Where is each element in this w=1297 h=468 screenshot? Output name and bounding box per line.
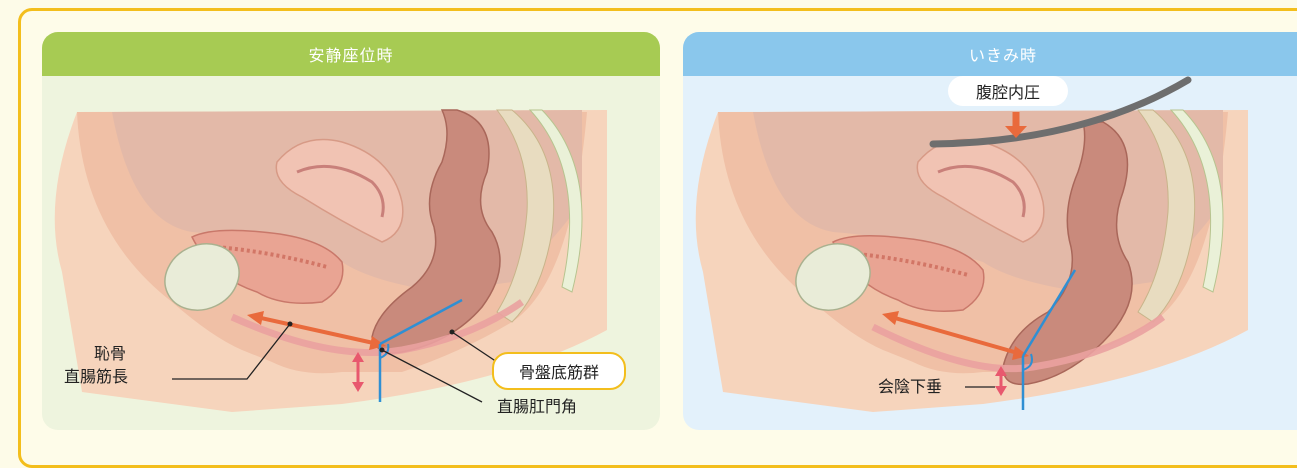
label-perineal-descent: 会陰下垂	[878, 377, 942, 397]
straining-panel: いきみ時 腹腔内圧 会陰下垂	[683, 32, 1297, 430]
label-rectal-length: 直腸筋長	[64, 367, 128, 387]
rest-panel: 安静座位時	[42, 32, 660, 430]
tag-pelvic-floor-muscles: 骨盤底筋群	[492, 352, 626, 390]
label-pubis: 恥骨	[94, 344, 126, 364]
tag-intra-abdominal-pressure: 腹腔内圧	[948, 76, 1068, 106]
label-anorectal-angle: 直腸肛門角	[497, 397, 577, 417]
